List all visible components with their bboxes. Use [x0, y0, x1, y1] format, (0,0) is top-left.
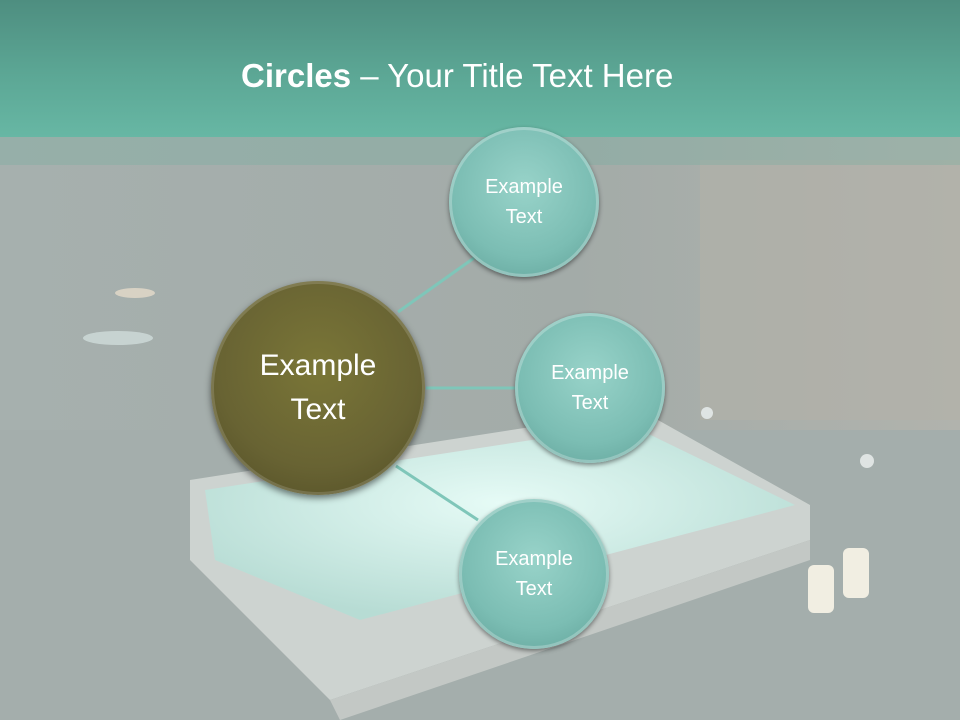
center-circle-line2: Text	[290, 393, 346, 426]
satellite-line1: Example	[485, 176, 563, 198]
title-rest: – Your Title Text Here	[351, 57, 674, 94]
satellite-circle-middle[interactable]: Example Text	[515, 313, 665, 463]
title-bar	[0, 0, 960, 137]
satellite-line2: Text	[571, 392, 609, 414]
satellite-circle-bottom[interactable]: Example Text	[459, 499, 609, 649]
title-bold: Circles	[241, 57, 352, 94]
satellite-circle-top[interactable]: Example Text	[449, 127, 599, 277]
satellite-line1: Example	[495, 548, 573, 570]
center-circle-line1: Example	[259, 349, 377, 382]
satellite-line1: Example	[551, 362, 629, 384]
satellite-line2: Text	[515, 578, 553, 600]
connector-bottom	[395, 464, 479, 522]
connector-top	[397, 256, 475, 314]
satellite-line2: Text	[505, 206, 543, 228]
slide-title[interactable]: Circles – Your Title Text Here	[241, 52, 673, 100]
center-circle[interactable]: Example Text	[211, 281, 425, 495]
